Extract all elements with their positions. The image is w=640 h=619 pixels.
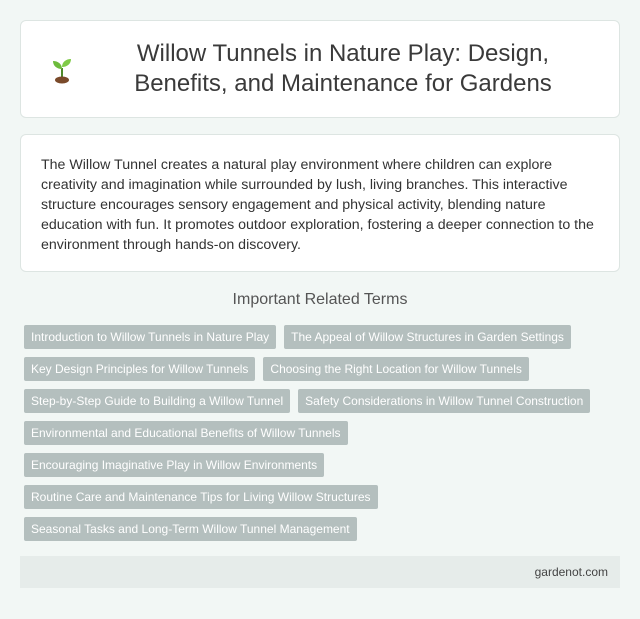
page-title: Willow Tunnels in Nature Play: Design, B… bbox=[134, 40, 552, 97]
summary-text: The Willow Tunnel creates a natural play… bbox=[41, 157, 594, 253]
tag-row: Seasonal Tasks and Long-Term Willow Tunn… bbox=[24, 517, 624, 541]
related-term-tag[interactable]: Environmental and Educational Benefits o… bbox=[24, 421, 348, 445]
tag-row: Introduction to Willow Tunnels in Nature… bbox=[24, 325, 624, 349]
related-term-tag[interactable]: Seasonal Tasks and Long-Term Willow Tunn… bbox=[24, 517, 357, 541]
seedling-icon bbox=[47, 54, 77, 84]
related-term-tag[interactable]: Introduction to Willow Tunnels in Nature… bbox=[24, 325, 277, 349]
tag-row: Key Design Principles for Willow Tunnels… bbox=[24, 357, 624, 381]
related-term-tag[interactable]: The Appeal of Willow Structures in Garde… bbox=[284, 325, 571, 349]
footer: gardenot.com bbox=[20, 556, 620, 588]
tag-row: Encouraging Imaginative Play in Willow E… bbox=[24, 453, 624, 477]
summary-card: The Willow Tunnel creates a natural play… bbox=[20, 134, 620, 272]
related-term-tag[interactable]: Choosing the Right Location for Willow T… bbox=[263, 357, 529, 381]
tag-row: Environmental and Educational Benefits o… bbox=[24, 421, 624, 445]
tag-row: Routine Care and Maintenance Tips for Li… bbox=[24, 485, 624, 509]
tag-row: Step-by-Step Guide to Building a Willow … bbox=[24, 389, 624, 413]
related-term-tag[interactable]: Key Design Principles for Willow Tunnels bbox=[24, 357, 256, 381]
related-term-tag[interactable]: Step-by-Step Guide to Building a Willow … bbox=[24, 389, 291, 413]
footer-site-link[interactable]: gardenot.com bbox=[534, 565, 608, 579]
header-card: Willow Tunnels in Nature Play: Design, B… bbox=[20, 20, 620, 118]
related-terms-heading: Important Related Terms bbox=[232, 291, 408, 308]
related-term-tag[interactable]: Safety Considerations in Willow Tunnel C… bbox=[298, 389, 591, 413]
related-terms-list: Introduction to Willow Tunnels in Nature… bbox=[24, 325, 624, 549]
related-term-tag[interactable]: Routine Care and Maintenance Tips for Li… bbox=[24, 485, 378, 509]
related-term-tag[interactable]: Encouraging Imaginative Play in Willow E… bbox=[24, 453, 325, 477]
